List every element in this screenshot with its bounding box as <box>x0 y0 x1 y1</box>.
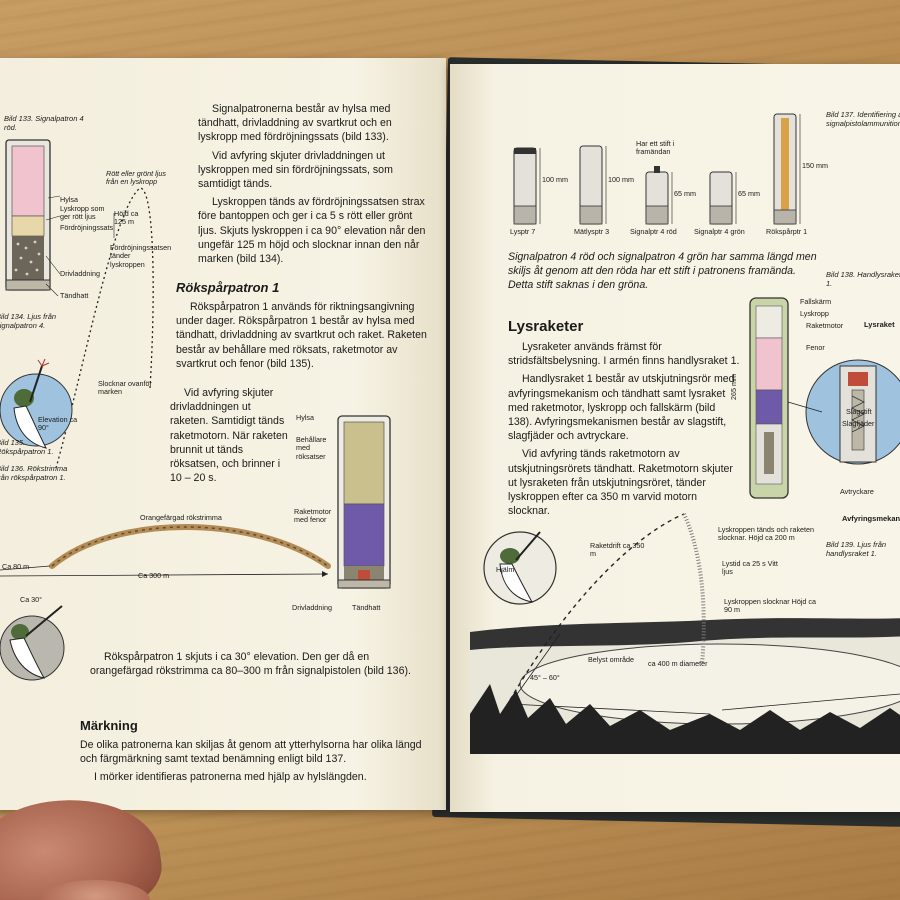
soldier-handlysraket <box>483 531 557 605</box>
fig135-smoke-cartridge <box>337 415 391 589</box>
fig135-label-hylsa: Hylsa <box>296 413 314 422</box>
fig135-label-raketmotor: Raketmotor med fenor <box>294 507 332 525</box>
paragraph-lys-use: Lysraketer används främst för stridsfält… <box>508 341 740 368</box>
fig139-label-slocknar: Lyskroppen slocknar Höjd ca 90 m <box>724 597 817 615</box>
fig137-name-3: Signalptr 4 grön <box>694 227 745 236</box>
fig139-label-tands: Lyskroppen tänds och raketen slocknar. H… <box>718 525 815 543</box>
text-column-markning: De olika patronerna kan skiljas åt genom… <box>80 738 430 789</box>
text-column-narrow: Vid avfyring skjuter drivladdningen ut r… <box>170 386 288 489</box>
fig139-label-belyst: Belyst område <box>588 655 634 664</box>
fig139-label-lystid: Lystid ca 25 s Vitt ljus <box>722 559 778 577</box>
fig133-label-fordrojningssats: Fördröjningssats <box>60 223 114 232</box>
fig139-label-raketdrift: Raketdrift ca 350 m <box>590 541 645 559</box>
right-page: Bild 137. Identifiering av signalpistola… <box>450 64 900 812</box>
text-column-top: Signalpatronerna består av hylsa med tän… <box>198 102 434 270</box>
fig134-label-hojd: Höjd ca 125 m <box>114 209 139 227</box>
fig137-length-4: 150 mm <box>802 161 828 170</box>
soldier-firing-30deg <box>0 605 65 681</box>
fig134-caption: Bild 134. Ljus från signalpatron 4. <box>0 312 57 330</box>
paragraph-elevation: Rökspårpatron 1 skjuts i ca 30° elevatio… <box>90 651 411 678</box>
fig135-label-tandhatt: Tändhatt <box>352 603 381 612</box>
heading-rokspar: Rökspårpatron 1 <box>176 280 280 295</box>
fig134-label-light: Rött eller grönt ljus från en lyskropp <box>106 169 166 187</box>
paragraph-rokspar-use: Rökspårpatron 1 används för riktningsang… <box>176 301 427 370</box>
fig138-handlysraket <box>749 297 900 499</box>
fig138-label-fallskarm: Fallskärm <box>800 297 832 306</box>
fig136-label-angle: Ca 30° <box>20 595 43 604</box>
fig133-caption: Bild 133. Signalpatron 4 röd. <box>4 114 84 132</box>
text-column-lys: Lysraketer används främst för stridsfält… <box>508 340 740 522</box>
fig137-name-0: Lysptr 7 <box>510 227 536 236</box>
fig134-label-fordrojning: Fördröjningssatsen tänder lyskroppen <box>110 243 172 269</box>
fig138-label-length: 265 mm <box>729 374 738 400</box>
left-page: Bild 133. Signalpatron 4 röd. Hylsa Lysk… <box>0 58 446 810</box>
fig138-label-slagfjader: Slagfjäder <box>842 419 875 428</box>
paragraph-signal-difference: Signalpatron 4 röd och signalpatron 4 gr… <box>508 251 817 292</box>
fig136-label-80m: Ca 80 m <box>2 562 30 571</box>
fig134-trajectory <box>55 187 154 469</box>
fig139-caption: Bild 139. Ljus från handlysraket 1. <box>826 540 887 558</box>
soldier-firing-upward <box>0 358 73 449</box>
fig137-length-2: 65 mm <box>674 189 696 198</box>
heading-lysraketer: Lysraketer <box>508 318 584 335</box>
fig136-caption: Bild 136. Rökstrimma från rökspårpatron … <box>0 464 68 482</box>
finger <box>40 880 150 900</box>
fig139-illumination-scene <box>470 513 900 754</box>
fig135-label-behallare: Behållare med röksatser <box>296 435 327 461</box>
fig133-label-hylsa: Hylsa <box>60 195 78 204</box>
fig137-name-2: Signalptr 4 röd <box>630 227 677 236</box>
fig138-label-avtryckare: Avtryckare <box>840 487 874 496</box>
paragraph-avfyring: Vid avfyring skjuter drivladdningen ut l… <box>198 149 393 191</box>
fig138-label-fenor: Fenor <box>806 343 825 352</box>
fig133-label-drivladdning: Drivladdning <box>60 269 100 278</box>
fig137-length-1: 100 mm <box>608 175 634 184</box>
paragraph-markning: De olika patronerna kan skiljas åt genom… <box>80 739 422 766</box>
fig137-cartridge-lineup <box>513 113 801 225</box>
paragraph-lyskropp: Lyskroppen tänds av fördröjningssatsen s… <box>198 196 426 266</box>
fig138-label-raketmotor: Raketmotor <box>806 321 844 330</box>
paragraph-morker: I mörker identifieras patronerna med hjä… <box>94 771 367 784</box>
paragraph-lys-fire: Vid avfyring tänds raketmotorn av utskju… <box>508 448 733 518</box>
fig137-length-3: 65 mm <box>738 189 760 198</box>
fig138-label-slagstift: Slagstift <box>846 407 872 416</box>
fig139-label-angle: 45° – 60° <box>530 673 560 682</box>
fig135-label-drivladdning: Drivladdning <box>292 603 332 612</box>
fig136-label-300m: Ca 300 m <box>138 571 170 580</box>
fig137-name-1: Mätlysptr 3 <box>574 227 610 236</box>
fig137-stift-note: Har ett stift i framändan <box>636 139 675 157</box>
text-column-bottom: Rökspårpatron 1 skjuts i ca 30° elevatio… <box>90 650 430 682</box>
fig138-label-avfyringsmekanism: Avfyringsmekanism <box>842 514 900 523</box>
fig133-label-lyskropp: Lyskropp som ger rött ljus <box>60 204 105 222</box>
paragraph-signalpatron: Signalpatronerna består av hylsa med tän… <box>198 103 392 144</box>
paragraph-lys-parts: Handlysraket 1 består av utskjutningsrör… <box>508 373 735 443</box>
fig135-caption: Bild 135. Rökspårpatron 1. <box>0 438 54 456</box>
text-column-rok: Rökspårpatron 1 används för riktningsang… <box>176 300 432 375</box>
fig137-name-4: Rökspårptr 1 <box>766 227 808 236</box>
fig133-signal-cartridge <box>5 139 61 296</box>
fig138-label-lysraket: Lysraket <box>864 320 895 329</box>
fig138-label-lyskropp: Lyskropp <box>800 309 829 318</box>
fig139-label-hjalm: Hjälm <box>496 565 515 574</box>
fig134-label-slocknar: Slocknar ovanför marken <box>98 379 152 397</box>
fig138-caption: Bild 138. Handlysraket 1. <box>826 270 900 288</box>
fig133-label-tandhatt: Tändhatt <box>60 291 89 300</box>
fig136-smoke-arc <box>0 524 331 577</box>
fig134-label-elevation: Elevation ca 90° <box>38 415 78 433</box>
fig136-label-orange: Orangefärgad rökstrimma <box>140 513 222 522</box>
fig137-length-0: 100 mm <box>542 175 568 184</box>
fig139-label-diameter: ca 400 m diameter <box>648 659 708 668</box>
heading-markning: Märkning <box>80 718 138 733</box>
fig137-caption: Bild 137. Identifiering av signalpistola… <box>826 110 900 128</box>
paragraph-rokspar-fire: Vid avfyring skjuter drivladdningen ut r… <box>170 387 288 485</box>
